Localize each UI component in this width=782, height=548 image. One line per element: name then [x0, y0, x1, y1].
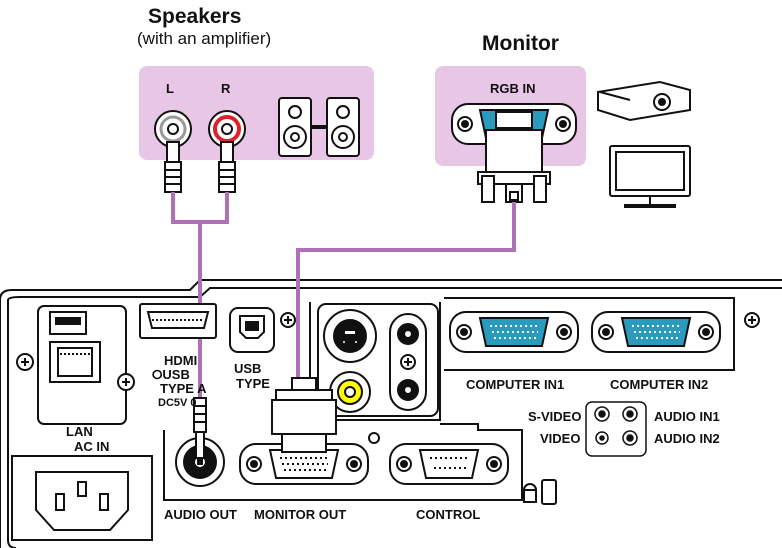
lan-label: LAN — [66, 424, 93, 439]
audio-plug — [193, 397, 207, 465]
speakers-icon — [278, 97, 360, 157]
right-channel-label: R — [221, 81, 231, 96]
vga-plug-monitor — [477, 111, 551, 203]
speakers-panel — [139, 66, 374, 160]
ac-in-label: AC IN — [74, 439, 110, 454]
control-label: CONTROL — [416, 507, 481, 522]
video-inputs-panel — [309, 302, 441, 421]
rca-jack-right — [208, 110, 246, 148]
audio-in1-label: AUDIO IN1 — [654, 409, 720, 424]
security-slot-icon — [523, 479, 557, 505]
s-video-label: S-VIDEO — [528, 409, 582, 424]
output-panel — [163, 423, 523, 501]
rca-plug-right — [218, 141, 236, 193]
usb-type-b-label-2: TYPE — [236, 376, 270, 391]
monitor-title: Monitor — [482, 32, 559, 55]
projector-icon — [597, 80, 691, 122]
svideo-audio-in-panel — [585, 401, 647, 457]
video-label: VIDEO — [540, 431, 581, 446]
vga-cable — [296, 202, 516, 388]
speakers-title: Speakers — [148, 5, 242, 28]
usb-type-a-label-1: ⭘USB — [152, 367, 190, 382]
computer-in-panel — [444, 297, 760, 371]
monitor-out-label: MONITOR OUT — [254, 507, 347, 522]
audio-out-label: AUDIO OUT — [164, 507, 237, 522]
usb-type-a-label-3: DC5V 0 — [158, 397, 197, 409]
left-channel-label: L — [166, 81, 174, 96]
ac-in-port — [11, 455, 153, 541]
rca-plug-left — [164, 141, 182, 193]
usb-type-b-port — [229, 307, 296, 353]
computer-in2-label: COMPUTER IN2 — [610, 377, 709, 392]
hdmi-label: HDMI — [164, 353, 198, 368]
usb-type-a-label-2: TYPE A — [160, 381, 207, 396]
hdmi-port — [139, 303, 217, 339]
rgb-in-label: RGB IN — [490, 81, 536, 96]
monitor-icon — [609, 145, 691, 208]
speakers-subtitle: (with an amplifier) — [137, 29, 272, 48]
computer-in1-label: COMPUTER IN1 — [466, 377, 565, 392]
audio-in2-label: AUDIO IN2 — [654, 431, 720, 446]
vga-plug-monitor-out — [271, 377, 337, 453]
lan-usb-panel — [16, 305, 135, 425]
usb-type-b-label-1: USB — [234, 361, 262, 376]
